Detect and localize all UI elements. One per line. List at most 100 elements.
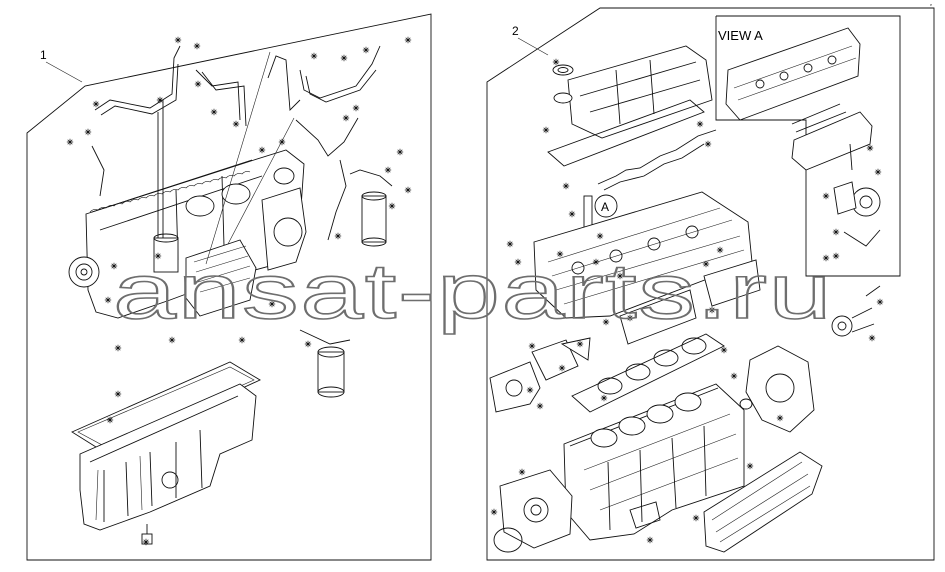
group-2-label: 2 [512,24,519,38]
asterisk-marker-icon [514,258,522,266]
asterisk-marker-icon [258,146,266,154]
asterisk-marker-icon [352,104,360,112]
asterisk-marker-icon [193,42,201,50]
asterisk-marker-icon [168,336,176,344]
asterisk-marker-icon [174,36,182,44]
corner-code: e [930,2,933,7]
asterisk-marker-icon [832,228,840,236]
asterisk-marker-icon [528,342,536,350]
asterisk-marker-icon [66,138,74,146]
asterisk-marker-icon [526,386,534,394]
asterisk-marker-icon [84,128,92,136]
asterisk-marker-icon [210,108,218,116]
oil-cooler [629,451,823,553]
asterisk-marker-icon [702,260,710,268]
asterisk-marker-icon [646,536,654,544]
group-1-leader [45,61,83,83]
asterisk-marker-icon [552,58,560,66]
watermark-text: ansat-parts.ru [113,247,833,335]
asterisk-marker-icon [596,232,604,240]
asterisk-marker-icon [876,298,884,306]
head-gasket [571,333,725,413]
asterisk-marker-icon [384,166,392,174]
engine-block-assembly [68,100,307,319]
view-a-marker: A [601,200,609,214]
cylinder-head [533,191,761,345]
asterisk-marker-icon [822,192,830,200]
asterisk-marker-icon [92,100,100,108]
asterisk-marker-icon [114,344,122,352]
asterisk-marker-icon [558,364,566,372]
asterisk-marker-icon [114,390,122,398]
asterisk-marker-icon [692,514,700,522]
asterisk-marker-icon [362,46,370,54]
asterisk-marker-icon [110,262,118,270]
leader-line [205,51,271,265]
asterisk-marker-icon [490,508,498,516]
asterisk-marker-icon [536,402,544,410]
asterisk-marker-icon [626,314,634,322]
fuel-filter-assembly [299,169,393,398]
view-a-inset: VIEW A [715,15,901,277]
asterisk-marker-icon [822,254,830,262]
asterisk-marker-icon [720,346,728,354]
injector-pipes-panel-2: A [583,129,717,231]
asterisk-marker-icon [562,182,570,190]
asterisk-marker-icon [832,252,840,260]
asterisk-marker-icon [716,246,724,254]
fan-hub [831,285,881,337]
oil-pan-assembly [71,361,261,545]
asterisk-marker-icon [404,186,412,194]
asterisk-marker-icon [592,258,600,266]
asterisk-marker-icon [404,36,412,44]
asterisk-marker-icon [340,54,348,62]
group-1-label: 1 [40,48,47,62]
asterisk-marker-icon [388,202,396,210]
asterisk-marker-icon [106,416,114,424]
asterisk-marker-icon [776,414,784,422]
view-a-title: VIEW A [718,28,763,43]
asterisk-marker-icon [396,148,404,156]
asterisk-marker-icon [616,272,624,280]
asterisk-marker-icon [576,340,584,348]
valve-cover [547,45,713,167]
asterisk-marker-icon [154,252,162,260]
panel-1-frame [26,13,432,561]
asterisk-marker-icon [278,138,286,146]
front-cover [493,469,573,553]
asterisk-marker-icon [696,120,704,128]
asterisk-marker-icon [866,144,874,152]
water-pump [489,337,591,413]
group-2-leader [517,37,549,56]
kit-component-markers [66,36,884,546]
asterisk-marker-icon [342,114,350,122]
asterisk-marker-icon [868,334,876,342]
asterisk-marker-icon [602,318,610,326]
asterisk-marker-icon [194,80,202,88]
asterisk-marker-icon [506,240,514,248]
asterisk-marker-icon [568,210,576,218]
asterisk-marker-icon [730,372,738,380]
asterisk-marker-icon [874,168,882,176]
asterisk-marker-icon [238,336,246,344]
asterisk-marker-icon [232,120,240,128]
cylinder-block [563,383,745,541]
asterisk-marker-icon [104,296,112,304]
injector-pipes-panel-1 [91,45,381,265]
asterisk-marker-icon [600,394,608,402]
panel-2-frame [486,7,935,561]
asterisk-marker-icon [708,306,716,314]
asterisk-marker-icon [746,462,754,470]
asterisk-marker-icon [268,300,276,308]
asterisk-marker-icon [542,126,550,134]
asterisk-marker-icon [704,140,712,148]
flywheel-housing [739,345,815,433]
asterisk-marker-icon [518,468,526,476]
asterisk-marker-icon [304,340,312,348]
asterisk-marker-icon [310,52,318,60]
asterisk-marker-icon [556,250,564,258]
asterisk-marker-icon [142,538,150,546]
asterisk-marker-icon [334,232,342,240]
asterisk-marker-icon [156,96,164,104]
